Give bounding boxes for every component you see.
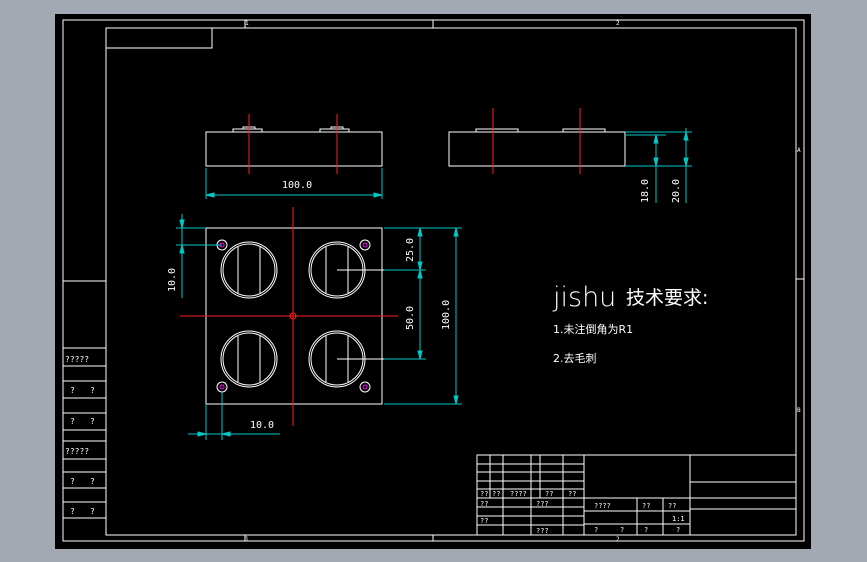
strip-row3a: ? [70, 417, 75, 426]
tb-c4: ?? [545, 490, 553, 498]
strip-row5a: ? [70, 477, 75, 486]
dim-front-width-text: 100.0 [282, 180, 312, 191]
dim-plan-right [384, 227, 462, 405]
tb-scale: 1:1 [672, 515, 685, 523]
strip-row2a: ? [70, 386, 75, 395]
boss-bottom-left [220, 330, 278, 388]
notes-line-1: 1.未注倒角为R1 [553, 322, 633, 336]
zone-label-bottom-2: 2 [616, 536, 620, 543]
tb-c7: ?? [642, 502, 650, 510]
dim-side-height-2-text: 20.0 [671, 179, 682, 203]
zone-label-right-b: B [797, 407, 801, 414]
corner-bracket [106, 28, 213, 49]
dim-hole-offset-y [176, 214, 222, 298]
tb-c6: ???? [594, 502, 611, 510]
dim-hole-offset-y-text: 10.0 [167, 268, 178, 292]
drawing-sheet [55, 14, 811, 549]
title-block [476, 454, 797, 536]
tb-c1: ?? [480, 490, 488, 498]
side-view: 18.0 20.0 [448, 108, 692, 203]
strip-row6a: ? [70, 507, 75, 516]
left-strip-text: ????? ? ? ? ? ????? ? ? ? ? [65, 355, 95, 516]
strip-row2b: ? [90, 386, 95, 395]
dim-hole-offset-x-text: 10.0 [250, 420, 274, 431]
dim-50-text: 50.0 [405, 306, 416, 330]
strip-row1: ????? [65, 355, 89, 364]
dim-100-text: 100.0 [441, 300, 452, 330]
front-body [205, 131, 383, 167]
strip-row4: ????? [65, 447, 89, 456]
zone-label-top-2: 2 [616, 20, 620, 27]
notes-title-cn: 技术要求: [626, 287, 708, 309]
notes-title-latin: jishu [552, 282, 616, 313]
tb-c2: ?? [492, 490, 500, 498]
strip-row3b: ? [90, 417, 95, 426]
tb-c10: ??? [536, 500, 549, 508]
side-body [448, 131, 626, 167]
tech-notes: jishu 技术要求: 1.未注倒角为R1 2.去毛刺 [552, 282, 708, 365]
dim-front-width [205, 168, 383, 199]
strip-row6b: ? [90, 507, 95, 516]
tb-c15: ? [644, 526, 648, 534]
dim-side-heights [625, 128, 692, 203]
tb-c14: ? [620, 526, 624, 534]
tb-c13: ? [594, 526, 598, 534]
corner-holes [216, 239, 371, 393]
tb-c11: ?? [480, 517, 488, 525]
zone-label-top-1: 1 [245, 20, 249, 27]
dim-side-height-1-text: 18.0 [640, 179, 651, 203]
tb-c3: ???? [510, 490, 527, 498]
plan-view: 10.0 10.0 25.0 50.0 100.0 [167, 207, 462, 440]
left-strip [63, 347, 106, 519]
zone-label-bottom-1: 1 [245, 536, 249, 543]
tb-c9: ?? [480, 500, 488, 508]
tb-c8: ?? [668, 502, 676, 510]
dim-hole-offset-x [188, 392, 280, 440]
plan-center-mark [289, 312, 297, 320]
front-view: 100.0 [205, 114, 383, 199]
title-block-text: ?? ?? ???? ?? ?? ???? ?? ?? ?? ??? ?? ??… [480, 490, 685, 535]
strip-row5b: ? [90, 477, 95, 486]
tb-c5: ?? [568, 490, 576, 498]
zone-label-right-a: A [797, 147, 801, 154]
tb-c12: ??? [536, 527, 549, 535]
tb-c16: ? [676, 526, 680, 534]
boss-top-left [220, 241, 278, 299]
dim-25-text: 25.0 [405, 238, 416, 262]
notes-line-2: 2.去毛刺 [553, 352, 597, 365]
zone-ticks [63, 20, 804, 541]
